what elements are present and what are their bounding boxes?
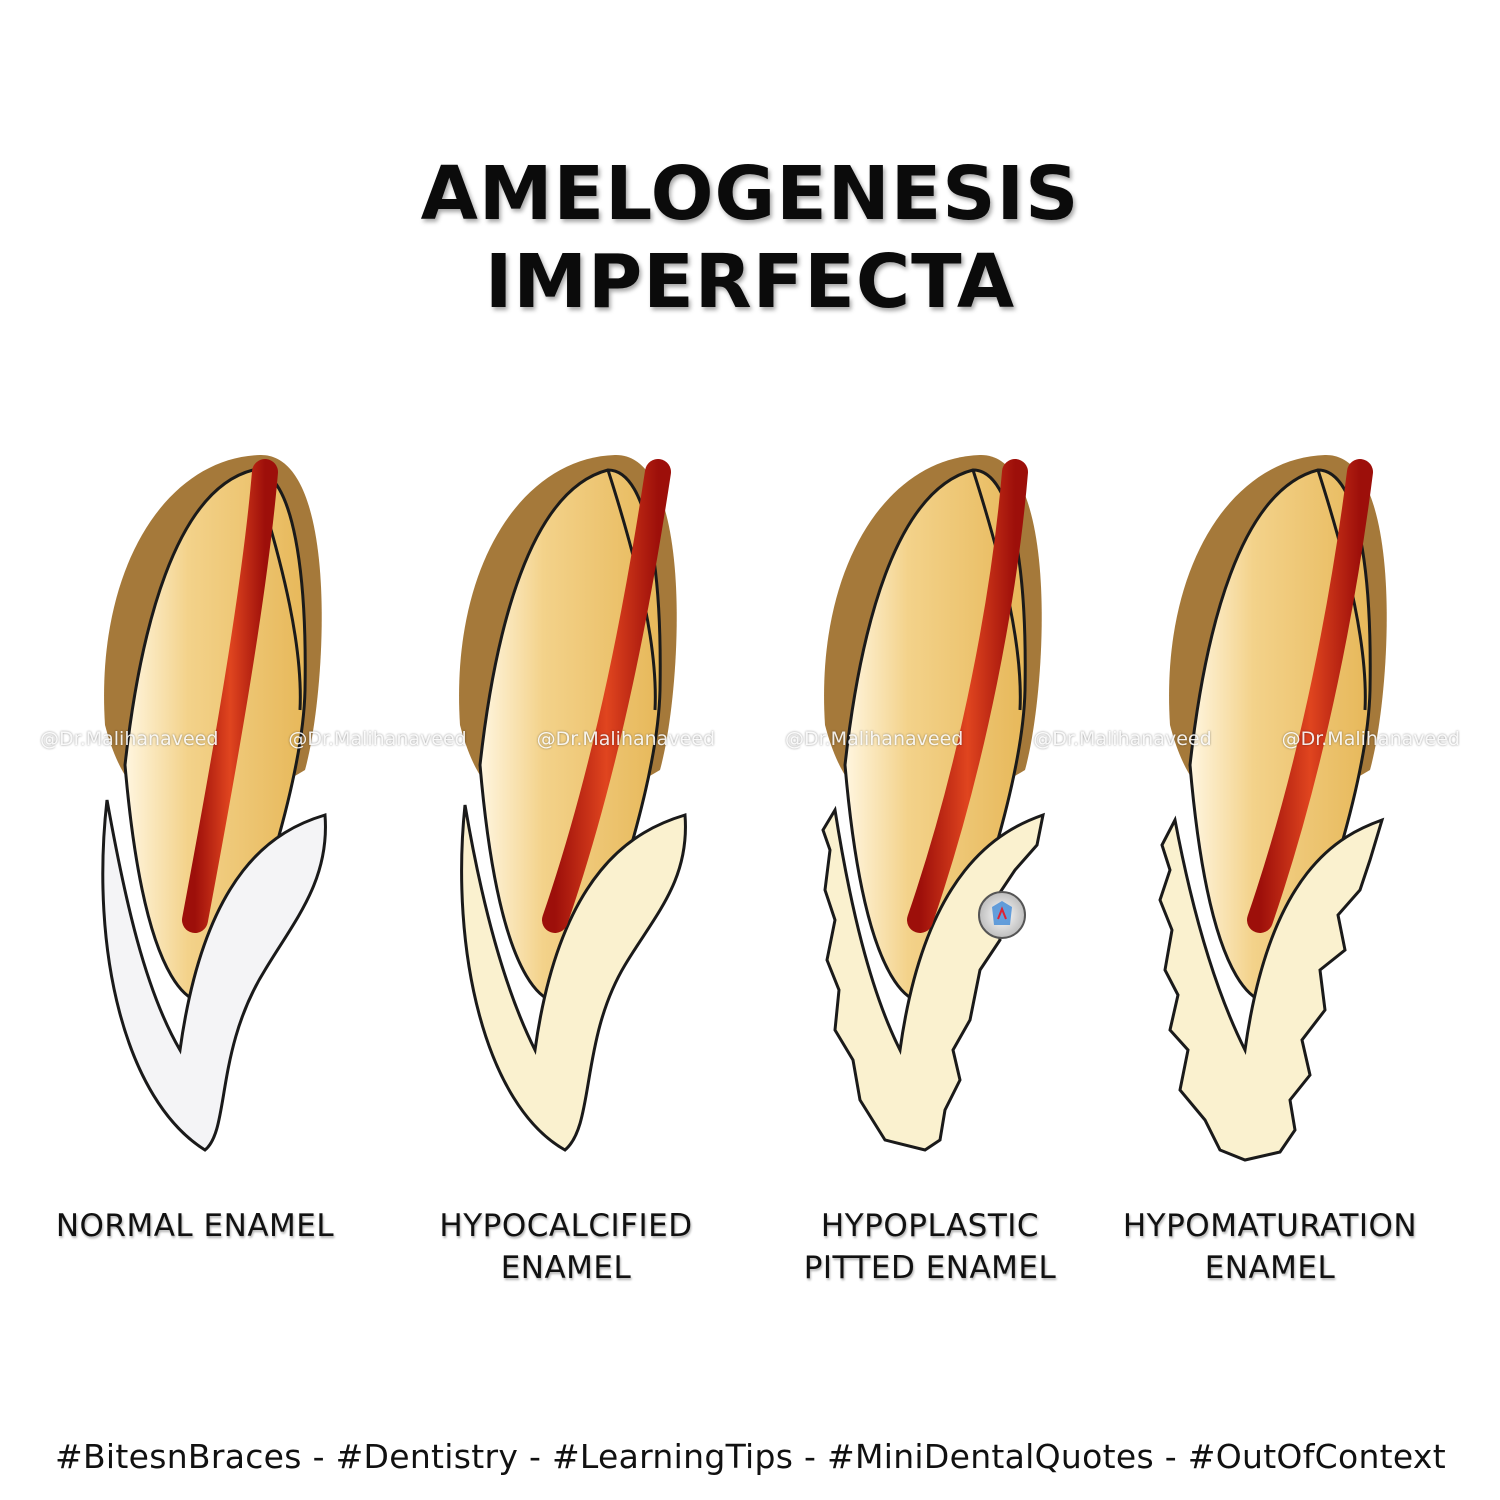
label-normal-enamel: NORMAL ENAMEL (5, 1205, 385, 1247)
enamel-layer (101, 799, 327, 1152)
title-line-2: IMPERFECTA (484, 239, 1016, 325)
label-line-2: PITTED ENAMEL (803, 1250, 1057, 1286)
label-line-1: HYPOCALCIFIED (439, 1208, 693, 1244)
pulp-canal (182, 459, 278, 933)
tooth-normal-enamel (101, 453, 327, 1152)
label-hypoplastic-pitted-enamel: HYPOPLASTIC PITTED ENAMEL (740, 1205, 1120, 1289)
label-line-2: ENAMEL (500, 1250, 632, 1286)
label-hypocalcified-enamel: HYPOCALCIFIED ENAMEL (376, 1205, 756, 1289)
enamel-layer (821, 805, 1045, 1152)
page-title: AMELOGENESIS IMPERFECTA (0, 150, 1500, 326)
pulp-canal (907, 459, 1028, 933)
label-line-2: ENAMEL (1204, 1250, 1336, 1286)
title-line-1: AMELOGENESIS (420, 151, 1080, 237)
pulp-canal (542, 459, 671, 933)
enamel-layer (1158, 815, 1385, 1162)
label-line-1: HYPOPLASTIC (820, 1208, 1040, 1244)
tooth-hypomaturation-enamel (1158, 453, 1389, 1162)
tooth-hypoplastic-pitted-enamel (821, 453, 1045, 1152)
tooth-hypocalcified-enamel (457, 453, 687, 1152)
logo-badge (978, 891, 1026, 939)
pulp-canal (1247, 459, 1373, 933)
label-hypomaturation-enamel: HYPOMATURATION ENAMEL (1080, 1205, 1460, 1289)
label-line-1: NORMAL ENAMEL (55, 1208, 335, 1244)
hashtag-footer: #BitesnBraces - #Dentistry - #LearningTi… (55, 1437, 1446, 1476)
enamel-layer (460, 804, 687, 1152)
label-line-1: HYPOMATURATION (1122, 1208, 1418, 1244)
